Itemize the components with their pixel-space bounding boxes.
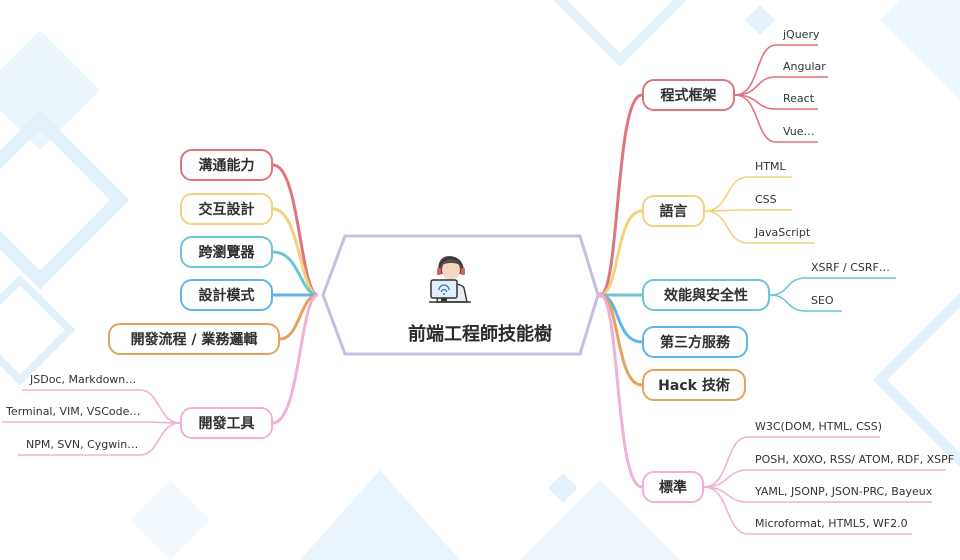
node-third-party-services[interactable]: 第三方服務 — [642, 326, 748, 358]
sub-line — [704, 209, 792, 212]
branch-line-standards — [599, 293, 643, 489]
branch-line-communication — [272, 163, 319, 297]
sub-line — [769, 277, 896, 296]
leaf-react[interactable]: React — [783, 92, 815, 105]
node-standards[interactable]: 標準 — [642, 471, 704, 503]
node-cross-browser[interactable]: 跨瀏覽器 — [180, 236, 273, 268]
leaf-seo[interactable]: SEO — [811, 294, 834, 307]
sub-line — [769, 294, 842, 312]
node-communication[interactable]: 溝通能力 — [180, 149, 273, 181]
node-dev-workflow[interactable]: 開發流程 / 業務邏輯 — [108, 323, 280, 355]
center-node-title: 前端工程師技能樹 — [408, 324, 552, 345]
bg-diamond — [300, 470, 460, 560]
node-performance-security[interactable]: 效能與安全性 — [642, 279, 770, 311]
sub-line — [703, 436, 880, 488]
sub-line — [734, 44, 818, 96]
leaf-w3c[interactable]: W3C(DOM, HTML, CSS) — [755, 420, 882, 433]
bg-diamond — [520, 480, 680, 560]
branch-line-languages — [599, 209, 643, 297]
sub-line — [704, 210, 815, 244]
leaf-jquery[interactable]: jQuery — [783, 28, 820, 41]
node-interaction-design[interactable]: 交互設計 — [180, 193, 273, 225]
branch-line-dev-tools — [272, 293, 319, 425]
leaf-yaml[interactable]: YAML, JSONP, JSON-PRC, Bayeux — [755, 485, 933, 498]
sub-line — [734, 94, 818, 110]
leaf-html[interactable]: HTML — [755, 160, 786, 173]
sub-line — [22, 389, 181, 424]
bg-diamond — [552, 0, 688, 68]
leaf-xsrf-csrf[interactable]: XSRF / CSRF… — [811, 261, 890, 274]
bg-diamond — [745, 5, 775, 35]
leaf-npm[interactable]: NPM, SVN, Cygwin… — [26, 438, 139, 451]
leaf-microformat[interactable]: Microformat, HTML5, WF2.0 — [755, 517, 908, 530]
sub-line — [734, 76, 828, 96]
sub-line — [2, 421, 181, 424]
bg-diamond — [0, 110, 130, 290]
leaf-javascript[interactable]: JavaScript — [755, 226, 811, 239]
bg-diamond — [130, 480, 210, 560]
bg-diamond — [548, 473, 578, 503]
sub-line — [703, 486, 932, 503]
leaf-css[interactable]: CSS — [755, 193, 777, 206]
bg-diamond — [0, 30, 100, 150]
center-node[interactable]: 前端工程師技能樹 — [0, 320, 960, 346]
branch-line-interaction — [272, 207, 319, 297]
leaf-jsdoc[interactable]: JSDoc, Markdown… — [30, 373, 137, 386]
bg-diamond — [872, 292, 960, 468]
sub-line — [703, 469, 946, 488]
developer-at-computer-icon — [429, 256, 471, 303]
bg-diamond — [0, 274, 76, 386]
sub-line — [704, 176, 792, 212]
sub-line — [734, 94, 818, 143]
leaf-posh[interactable]: POSH, XOXO, RSS/ ATOM, RDF, XSPF — [755, 453, 955, 466]
node-languages[interactable]: 語言 — [642, 195, 705, 227]
leaf-angular[interactable]: Angular — [783, 60, 826, 73]
sub-line — [703, 486, 912, 535]
leaf-terminal[interactable]: Terminal, VIM, VSCode… — [6, 405, 141, 418]
bg-diamond — [880, 0, 960, 100]
branch-line-frameworks — [599, 93, 643, 297]
leaf-vue[interactable]: Vue… — [783, 125, 815, 138]
sub-line — [18, 422, 181, 456]
node-frameworks[interactable]: 程式框架 — [642, 79, 735, 111]
node-dev-tools[interactable]: 開發工具 — [180, 407, 273, 439]
node-hack-techniques[interactable]: Hack 技術 — [642, 369, 746, 401]
node-design-patterns[interactable]: 設計模式 — [180, 279, 273, 311]
